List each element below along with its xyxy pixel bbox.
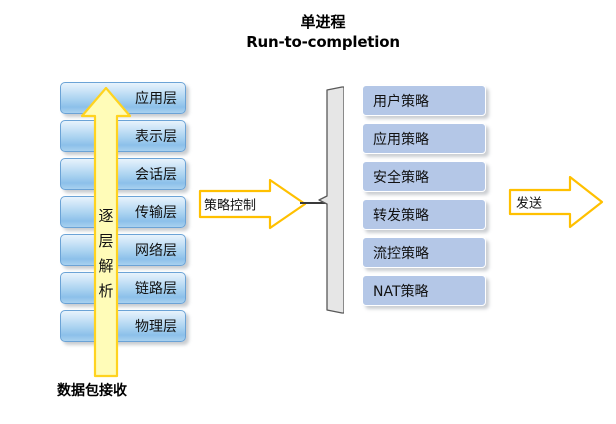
layer-label-presentation: 表示层: [135, 129, 177, 145]
layer-label-session: 会话层: [135, 167, 177, 183]
brace-shape: [318, 86, 344, 314]
policy-control-arrow-shape: [198, 178, 307, 230]
policy-label-nat: NAT策略: [373, 283, 429, 300]
send-arrow-shape: [508, 175, 604, 229]
policy-label-forward: 转发策略: [373, 207, 429, 224]
policy-list: 用户策略 应用策略 安全策略 转发策略 流控策略 NAT策略: [362, 85, 492, 315]
layer-parsing-up-arrow: 逐层解析: [80, 86, 132, 378]
policy-box-nat[interactable]: NAT策略: [362, 275, 486, 306]
policy-group-brace: [318, 86, 344, 314]
policy-box-flowctrl[interactable]: 流控策略: [362, 237, 486, 268]
layer-label-transport: 传输层: [135, 205, 177, 221]
policy-label-flowctrl: 流控策略: [373, 245, 429, 262]
policy-control-arrow[interactable]: 策略控制: [198, 178, 308, 230]
layer-box-transport[interactable]: 传输层: [60, 196, 186, 228]
policy-box-app[interactable]: 应用策略: [362, 123, 486, 154]
layer-box-session[interactable]: 会话层: [60, 158, 186, 190]
send-arrow-label: 发送: [516, 196, 543, 212]
layer-label-network: 网络层: [135, 243, 177, 259]
title-line-english: Run-to-completion: [246, 33, 400, 51]
layer-label-physical: 物理层: [135, 319, 177, 335]
layer-box-physical[interactable]: 物理层: [60, 310, 186, 342]
protocol-layer-stack: 应用层 表示层 会话层 传输层 网络层 链路层 物理层: [60, 82, 192, 346]
policy-control-arrow-label: 策略控制: [204, 198, 257, 214]
title-line-chinese: 单进程: [300, 13, 346, 31]
layer-label-application: 应用层: [135, 91, 177, 107]
diagram-title: 单进程 Run-to-completion: [0, 12, 616, 52]
layer-box-presentation[interactable]: 表示层: [60, 120, 186, 152]
policy-box-forward[interactable]: 转发策略: [362, 199, 486, 230]
layer-label-datalink: 链路层: [135, 281, 177, 297]
send-arrow[interactable]: 发送: [508, 174, 604, 230]
layer-box-datalink[interactable]: 链路层: [60, 272, 186, 304]
layer-box-network[interactable]: 网络层: [60, 234, 186, 266]
packet-receive-caption: 数据包接收: [57, 383, 127, 399]
policy-box-security[interactable]: 安全策略: [362, 161, 486, 192]
policy-label-user: 用户策略: [373, 93, 429, 110]
policy-label-security: 安全策略: [373, 169, 429, 186]
policy-box-user[interactable]: 用户策略: [362, 85, 486, 116]
arrow-to-brace-connector: [300, 202, 328, 204]
up-arrow-shape: [80, 86, 132, 378]
policy-label-app: 应用策略: [373, 131, 429, 148]
up-arrow-label: 逐层解析: [98, 207, 114, 300]
